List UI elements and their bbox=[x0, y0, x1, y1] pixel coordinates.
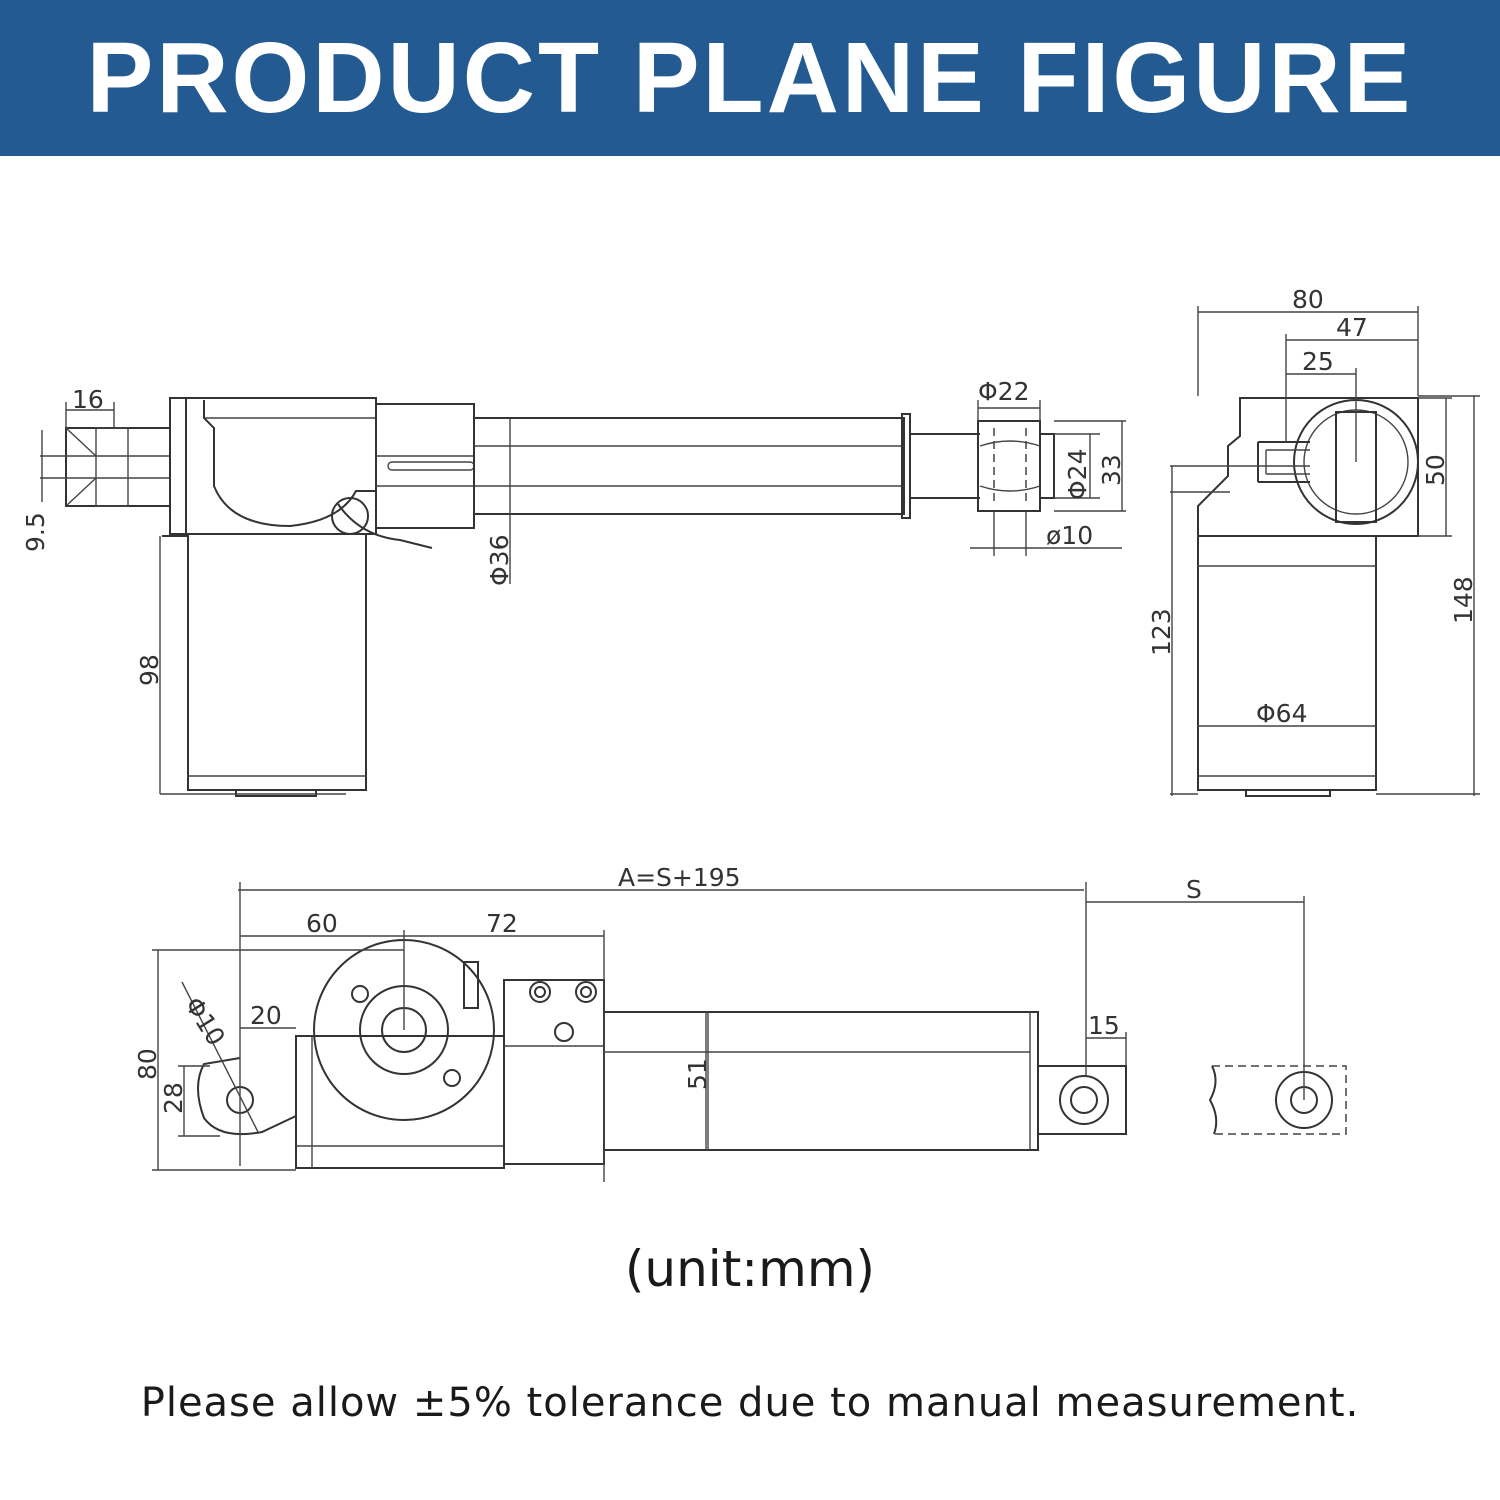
dim-9-5: 9.5 bbox=[21, 512, 50, 552]
dim-phi10-top: Φ10 bbox=[179, 992, 231, 1051]
dim-51: 51 bbox=[683, 1058, 712, 1090]
rod-end bbox=[977, 420, 1041, 512]
dim-50: 50 bbox=[1421, 454, 1450, 486]
side-view: 16 9.5 98 Φ36 Φ22 Φ24 33 ø10 bbox=[21, 377, 1126, 797]
gear-housing-top bbox=[295, 1035, 505, 1169]
dim-phi22: Φ22 bbox=[978, 377, 1030, 406]
end-motor bbox=[1197, 535, 1377, 791]
unit-label: (unit:mm) bbox=[624, 1240, 876, 1298]
rod-end-hole bbox=[1070, 1086, 1098, 1114]
dim-phi10-side: ø10 bbox=[1046, 521, 1093, 550]
end-housing bbox=[1197, 397, 1419, 537]
dim-28: 28 bbox=[159, 1082, 188, 1114]
dim-123: 123 bbox=[1147, 608, 1176, 656]
rear-clevis-inner bbox=[95, 427, 129, 507]
rod-end-top bbox=[1037, 1065, 1127, 1135]
dim-72: 72 bbox=[486, 909, 518, 938]
header-banner: PRODUCT PLANE FIGURE bbox=[0, 0, 1500, 156]
dim-formula: A=S+195 bbox=[618, 863, 741, 892]
dim-33: 33 bbox=[1097, 454, 1126, 486]
page-title: PRODUCT PLANE FIGURE bbox=[86, 22, 1414, 134]
rear-clevis bbox=[65, 427, 171, 507]
dim-80-top: 80 bbox=[133, 1048, 162, 1080]
cable bbox=[337, 503, 433, 549]
technical-drawing: 16 9.5 98 Φ36 Φ22 Φ24 33 ø10 bbox=[21, 285, 1480, 1182]
dim-98: 98 bbox=[135, 654, 164, 686]
dim-80-end: 80 bbox=[1292, 285, 1324, 314]
outer-tube bbox=[473, 417, 905, 515]
tolerance-note: Please allow ±5% tolerance due to manual… bbox=[140, 1380, 1360, 1426]
dim-15: 15 bbox=[1088, 1011, 1120, 1040]
rear-lug bbox=[197, 1057, 297, 1136]
dim-16: 16 bbox=[72, 385, 104, 414]
extended-rod-end bbox=[1212, 1065, 1347, 1135]
front-block-top bbox=[503, 979, 605, 1165]
outer-tube-top bbox=[603, 1011, 1039, 1151]
top-view: A=S+195 S 60 72 20 Φ10 80 28 51 15 bbox=[133, 863, 1347, 1182]
dim-25: 25 bbox=[1302, 347, 1334, 376]
dim-phi24: Φ24 bbox=[1063, 449, 1092, 501]
dim-s: S bbox=[1186, 875, 1202, 904]
end-view: 80 47 25 50 148 123 Φ64 bbox=[1147, 285, 1480, 797]
motor-body bbox=[187, 533, 367, 791]
dim-20: 20 bbox=[250, 1001, 282, 1030]
dim-phi36: Φ36 bbox=[485, 535, 514, 587]
end-slot bbox=[1257, 441, 1310, 483]
gear-cover bbox=[203, 400, 376, 528]
dim-60: 60 bbox=[306, 909, 338, 938]
dim-phi64: Φ64 bbox=[1256, 699, 1308, 728]
dim-47: 47 bbox=[1336, 313, 1368, 342]
dim-148: 148 bbox=[1449, 576, 1478, 624]
front-block bbox=[375, 403, 475, 529]
